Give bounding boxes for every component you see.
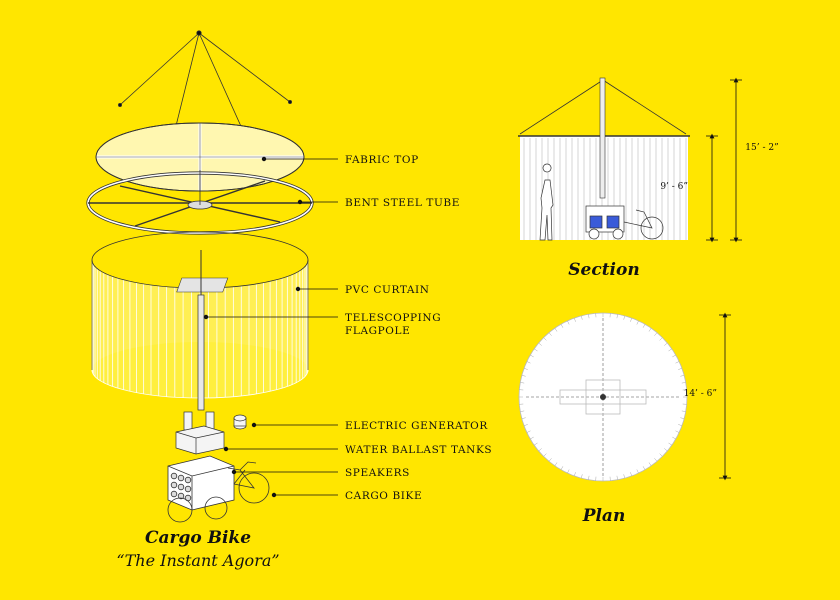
label-pvc-curtain: PVC CURTAIN	[345, 284, 430, 296]
cargo-bike-drawing	[167, 455, 270, 523]
label-speakers: SPEAKERS	[345, 467, 410, 479]
label-cargo-bike: CARGO BIKE	[345, 490, 422, 502]
title-cargo-bike: Cargo Bike	[145, 528, 251, 548]
label-electric-generator: ELECTRIC GENERATOR	[345, 420, 488, 432]
dim-plan-diameter: 14’ - 6”	[684, 389, 717, 399]
label-bent-steel-tube: BENT STEEL TUBE	[345, 197, 460, 209]
label-flagpole: FLAGPOLE	[345, 325, 410, 337]
label-telescopping: TELESCOPPING	[345, 312, 441, 324]
exploded-axonometric: FABRIC TOP BENT STEEL TUBE PVC CURTAIN T…	[86, 30, 492, 570]
section-cart	[585, 205, 664, 240]
title-section: Section	[568, 260, 639, 280]
pvc-curtain	[91, 231, 309, 399]
label-fabric-top: FABRIC TOP	[345, 154, 419, 166]
title-plan: Plan	[582, 506, 626, 526]
telescoping-flagpole	[197, 250, 205, 411]
dim-section-total: 15’ - 2”	[745, 143, 778, 153]
section-flagpole	[599, 77, 606, 199]
plan-center-pole	[600, 394, 606, 400]
label-water-ballast-tanks: WATER BALLAST TANKS	[345, 444, 492, 456]
section-drawing: 15’ - 2” 9’ - 6” Section	[518, 77, 779, 280]
dim-section-wall: 9’ - 6”	[660, 182, 688, 192]
generator-icon	[233, 414, 247, 430]
water-ballast-tanks	[175, 411, 225, 455]
human-figure-icon	[539, 163, 554, 241]
subtitle-instant-agora: “The Instant Agora”	[116, 551, 279, 570]
plan-drawing: 14’ - 6” Plan	[518, 312, 731, 526]
leader-lines	[203, 156, 338, 498]
bent-steel-tube	[86, 170, 314, 235]
